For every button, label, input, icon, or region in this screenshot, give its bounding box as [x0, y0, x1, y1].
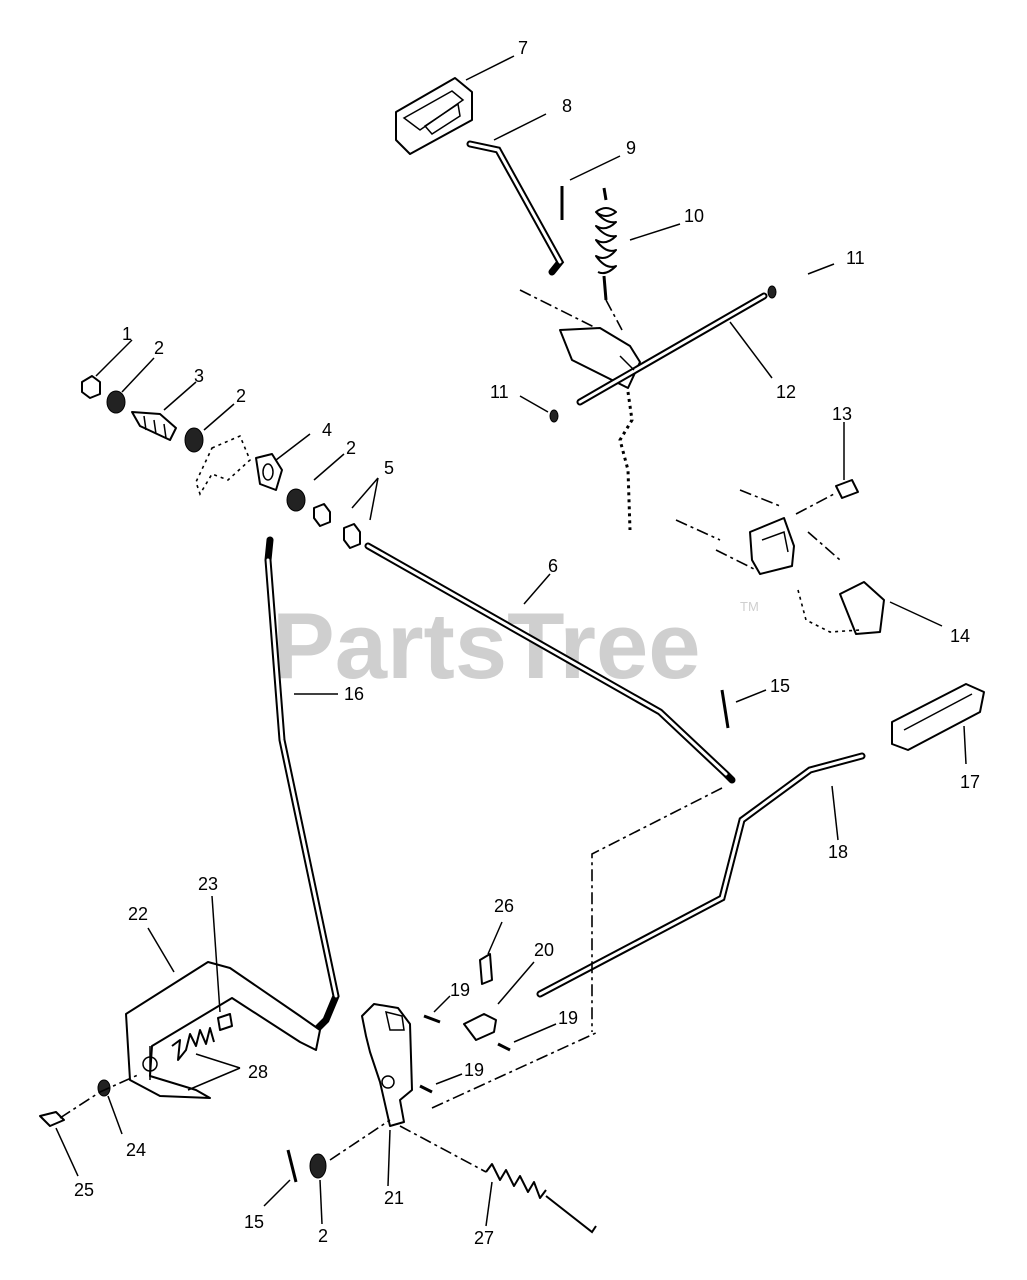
part-12-pedal-shaft[interactable] — [559, 292, 768, 406]
part-28-springs[interactable] — [171, 1027, 215, 1061]
callout-17[interactable]: 17 — [960, 772, 980, 792]
part-13-bracket[interactable] — [749, 517, 795, 575]
callout-14[interactable]: 14 — [950, 626, 970, 646]
callout-2[interactable]: 2 — [236, 386, 246, 406]
part-20-latch[interactable] — [463, 1013, 497, 1041]
assembly-line — [431, 1031, 599, 1109]
part-21-lever[interactable] — [361, 1003, 413, 1127]
callout-3[interactable]: 3 — [194, 366, 204, 386]
part-6-rod[interactable] — [364, 542, 736, 784]
part-11-ring-lower[interactable] — [549, 409, 559, 423]
part-2-washer-d[interactable] — [309, 1153, 327, 1179]
watermark: PartsTree — [272, 593, 701, 698]
part-15-pin-lower[interactable] — [286, 1149, 298, 1183]
callout-22[interactable]: 22 — [128, 904, 148, 924]
callout-21[interactable]: 21 — [384, 1188, 404, 1208]
part-19-spring-b[interactable] — [497, 1042, 511, 1052]
frame-plate-dotted — [195, 434, 251, 496]
callout-28[interactable]: 28 — [248, 1062, 268, 1082]
callout-13[interactable]: 13 — [832, 404, 852, 424]
part-4-bushing[interactable] — [255, 453, 283, 491]
part-2-washer-c[interactable] — [286, 488, 306, 512]
callout-9[interactable]: 9 — [626, 138, 636, 158]
part-7-pedal-pad[interactable] — [395, 77, 473, 155]
callout-11[interactable]: 11 — [490, 382, 509, 402]
assembly-line — [329, 1119, 391, 1161]
part-23-clip[interactable] — [217, 1013, 233, 1031]
callout-20[interactable]: 20 — [534, 940, 554, 960]
part-19-spring-c[interactable] — [419, 1084, 433, 1094]
watermark-tm: TM — [740, 599, 759, 614]
part-14-switch[interactable] — [797, 581, 885, 635]
callout-18[interactable]: 18 — [828, 842, 848, 862]
part-26-clip[interactable] — [479, 953, 493, 985]
callout-2[interactable]: 2 — [154, 338, 164, 358]
callout-10[interactable]: 10 — [684, 206, 704, 226]
callout-23[interactable]: 23 — [198, 874, 218, 894]
callout-19[interactable]: 19 — [558, 1008, 578, 1028]
callout-5[interactable]: 5 — [384, 458, 394, 478]
part-2-washer-a[interactable] — [106, 390, 126, 414]
callout-15[interactable]: 15 — [770, 676, 790, 696]
part-18-rod[interactable] — [536, 752, 866, 998]
callout-2[interactable]: 2 — [346, 438, 356, 458]
assembly-line — [605, 299, 623, 331]
part-3-bushing[interactable] — [131, 411, 177, 441]
callout-24[interactable]: 24 — [126, 1140, 146, 1160]
part-11-ring-upper[interactable] — [767, 285, 777, 299]
part-5-nut-b[interactable] — [343, 523, 361, 549]
callout-8[interactable]: 8 — [562, 96, 572, 116]
assembly-line — [795, 493, 835, 515]
part-15-pin-upper[interactable] — [720, 689, 730, 729]
part-2-washer-b[interactable] — [184, 427, 204, 453]
assembly-line — [739, 489, 781, 507]
part-25-bolt[interactable] — [39, 1111, 65, 1127]
assembly-line — [675, 519, 721, 541]
part-10-spring[interactable] — [595, 187, 617, 301]
callout-1[interactable]: 1 — [122, 324, 132, 344]
callout-19[interactable]: 19 — [450, 980, 470, 1000]
part-1-nut[interactable] — [81, 375, 101, 399]
callout-25[interactable]: 25 — [74, 1180, 94, 1200]
part-17-pedal-pad[interactable] — [891, 683, 985, 751]
part-22-bracket[interactable] — [125, 961, 321, 1099]
callout-15[interactable]: 15 — [244, 1212, 264, 1232]
callout-11[interactable]: 11 — [846, 248, 865, 268]
callout-27[interactable]: 27 — [474, 1228, 494, 1248]
assembly-line — [591, 787, 723, 1032]
part-19-spring-a[interactable] — [423, 1014, 441, 1024]
part-16-rod[interactable] — [264, 536, 340, 1034]
assembly-line — [59, 1073, 141, 1119]
callout-12[interactable]: 12 — [776, 382, 796, 402]
pedal-link-chain — [618, 391, 634, 531]
callouts: 7 8 9 10 11 11 12 13 14 1 2 3 2 4 2 5 6 … — [74, 38, 980, 1248]
callout-19[interactable]: 19 — [464, 1060, 484, 1080]
callout-7[interactable]: 7 — [518, 38, 528, 58]
part-8-pedal-arm[interactable] — [466, 140, 565, 276]
part-13-bolt[interactable] — [835, 479, 859, 499]
part-5-nut-a[interactable] — [313, 503, 331, 527]
callout-4[interactable]: 4 — [322, 420, 332, 440]
callout-6[interactable]: 6 — [548, 556, 558, 576]
assembly-line — [715, 549, 757, 571]
assembly-line — [807, 531, 841, 561]
callout-16[interactable]: 16 — [344, 684, 364, 704]
part-27-cable[interactable] — [399, 1125, 597, 1234]
callout-2[interactable]: 2 — [318, 1226, 328, 1246]
leader-lines — [55, 55, 967, 1227]
callout-26[interactable]: 26 — [494, 896, 514, 916]
assembly-line — [519, 289, 601, 331]
